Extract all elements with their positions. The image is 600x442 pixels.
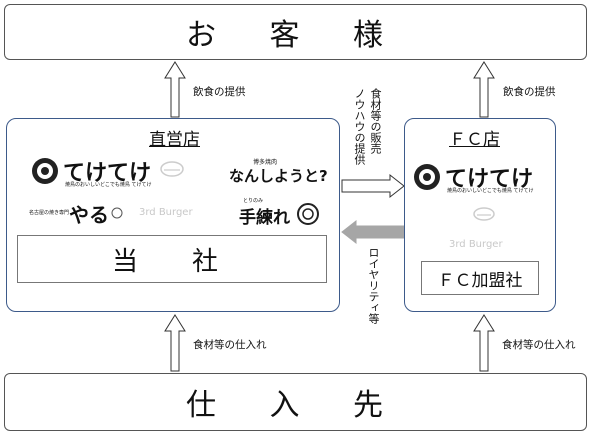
suppliers-box: 仕 入 先 xyxy=(4,373,587,431)
fc-store-title: ＦＣ店 xyxy=(449,130,500,150)
procurement-label-right: 食材等の仕入れ xyxy=(502,339,576,351)
tekeke-emblem-icon xyxy=(32,158,58,184)
fc-company-box: ＦＣ加盟社 xyxy=(421,261,539,295)
food-service-arrow-right xyxy=(473,61,495,118)
procurement-label-left: 食材等の仕入れ xyxy=(193,339,267,351)
procurement-arrow-right xyxy=(473,314,495,372)
customers-label: お 客 様 xyxy=(185,18,406,53)
sales-label: 食材等の販売 xyxy=(369,88,382,154)
food-service-label-left: 飲食の提供 xyxy=(193,86,246,98)
direct-store-title: 直営店 xyxy=(149,130,200,150)
yaru-mark-icon xyxy=(111,207,123,219)
royalty-arrow xyxy=(341,219,405,245)
sales-arrow xyxy=(341,173,405,199)
third-burger-logo: 3rd Burger xyxy=(139,207,193,218)
direct-store-box: 直営店 てけてけ 焼鳥のおいしいどこでも焼鳥 てけてけ 博多焼肉 なんしようと?… xyxy=(6,118,340,312)
suppliers-label: 仕 入 先 xyxy=(185,388,406,423)
customers-box: お 客 様 xyxy=(4,4,587,60)
fc-company-label: ＦＣ加盟社 xyxy=(437,270,523,291)
fc-third-burger-icon xyxy=(473,207,495,221)
food-service-label-right: 飲食の提供 xyxy=(503,86,556,98)
procurement-arrow-left xyxy=(164,314,186,372)
fc-store-box: ＦＣ店 てけてけ 焼鳥のおいしいどこでも焼鳥 てけてけ 3rd Burger Ｆ… xyxy=(404,118,556,312)
tenare-emblem-icon xyxy=(297,203,319,225)
company-box: 当 社 xyxy=(17,235,327,283)
company-label: 当 社 xyxy=(111,246,232,277)
third-burger-icon-top xyxy=(160,161,184,177)
fc-third-burger-logo: 3rd Burger xyxy=(449,239,503,250)
royalty-label: ロイヤリティ等 xyxy=(367,247,380,324)
food-service-arrow-left xyxy=(164,61,186,118)
fc-tekeke-emblem-icon xyxy=(414,164,440,190)
knowhow-label: ノウハウの提供 xyxy=(353,88,366,165)
